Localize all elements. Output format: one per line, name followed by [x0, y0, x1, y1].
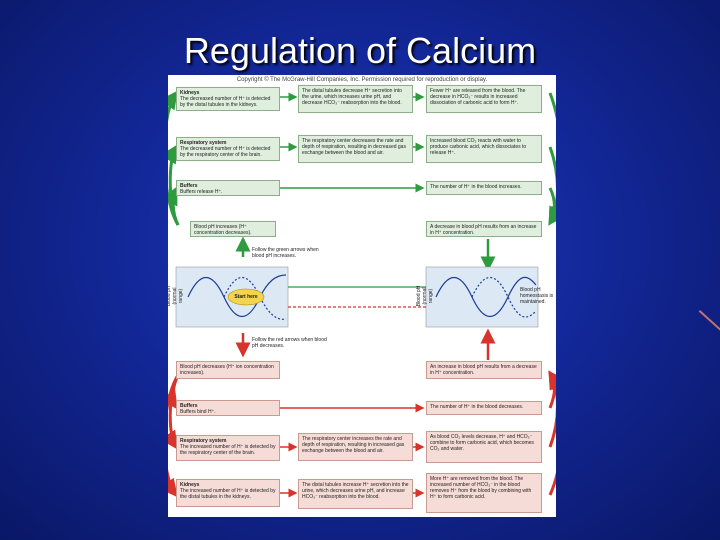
bottom-kidneys-result-box: More H⁺ are removed from the blood. The …: [426, 473, 542, 513]
feedback-diagram: Copyright © The McGraw-Hill Companies, I…: [168, 75, 556, 517]
bottom-resp-effect-box: The respiratory center increases the rat…: [298, 433, 413, 461]
slide-title: Regulation of Calcium: [183, 30, 537, 71]
bottom-buffers-box: Buffers Buffers bind H⁺.: [176, 400, 280, 416]
right-ph-wave: [435, 276, 537, 317]
top-resp-text: The decreased number of H⁺ is detected b…: [180, 146, 271, 158]
bottom-kidneys-title: Kidneys: [180, 482, 200, 488]
left-ph-axis-label: Blood pH (normal range): [168, 285, 184, 307]
top-resp-result-box: Increased blood CO₂ reacts with water to…: [426, 135, 542, 163]
ph-increases-box: Blood pH increases (H⁺ concentration dec…: [190, 221, 276, 237]
top-kidneys-text: The decreased number of H⁺ is detected b…: [180, 96, 271, 108]
top-kidneys-effect-box: The distal tubules decrease H⁺ secretion…: [298, 85, 413, 113]
ph-down-result-box: An increase in blood pH results from a d…: [426, 361, 542, 379]
bottom-resp-text: The increased number of H⁺ is detected b…: [180, 444, 276, 456]
green-arrows-note: Follow the green arrows when blood pH in…: [252, 247, 319, 259]
top-buffers-title: Buffers: [180, 183, 198, 189]
top-buffers-box: Buffers Buffers release H⁺.: [176, 180, 280, 196]
copyright-notice: Copyright © The McGraw-Hill Companies, I…: [236, 77, 488, 83]
red-curve: [548, 370, 556, 496]
green-curve: [168, 186, 180, 226]
ph-decreases-box: Blood pH decreases (H⁺ ion concentration…: [176, 361, 280, 379]
red-arrows-note: Follow the red arrows when blood pH decr…: [252, 337, 327, 349]
right-ph-axis-label: Blood pH (normal range): [416, 285, 434, 307]
top-resp-effect-box: The respiratory center decreases the rat…: [298, 135, 413, 163]
top-kidneys-box: Kidneys The decreased number of H⁺ is de…: [176, 87, 280, 111]
bottom-buffers-title: Buffers: [180, 403, 198, 409]
left-ph-wave: [187, 274, 287, 317]
right-ph-panel: [425, 266, 539, 328]
bottom-kidneys-text: The increased number of H⁺ is detected b…: [180, 488, 276, 500]
top-buffers-result-box: The number of H⁺ in the blood increases.: [426, 181, 542, 195]
ph-up-result-box: A decrease in blood pH results from an i…: [426, 221, 542, 237]
bottom-resp-title: Respiratory system: [180, 438, 227, 444]
top-kidneys-title: Kidneys: [180, 90, 200, 96]
bottom-resp-box: Respiratory system The increased number …: [176, 435, 280, 461]
top-kidneys-result-box: Fewer H⁺ are released from the blood. Th…: [426, 85, 542, 113]
red-curve: [168, 374, 180, 498]
start-ellipse: [227, 288, 265, 306]
ph-homeostasis-label: Blood pH homeostasis is maintained.: [520, 287, 554, 305]
bottom-resp-result-box: As blood CO₂ levels decrease, H⁺ and HCO…: [426, 431, 542, 463]
decorative-line: [698, 310, 720, 332]
bottom-buffers-result-box: The number of H⁺ in the blood decreases.: [426, 401, 542, 415]
bottom-kidneys-box: Kidneys The increased number of H⁺ is de…: [176, 479, 280, 507]
diagram-arrows: [168, 90, 556, 498]
top-resp-box: Respiratory system The decreased number …: [176, 137, 280, 161]
green-curve: [548, 187, 556, 226]
start-here-label: Start here: [234, 294, 258, 300]
top-buffers-text: Buffers release H⁺.: [180, 189, 223, 195]
top-resp-title: Respiratory system: [180, 140, 227, 146]
bottom-buffers-text: Buffers bind H⁺.: [180, 409, 216, 415]
bottom-kidneys-effect-box: The distal tubules increase H⁺ secretion…: [298, 479, 413, 509]
